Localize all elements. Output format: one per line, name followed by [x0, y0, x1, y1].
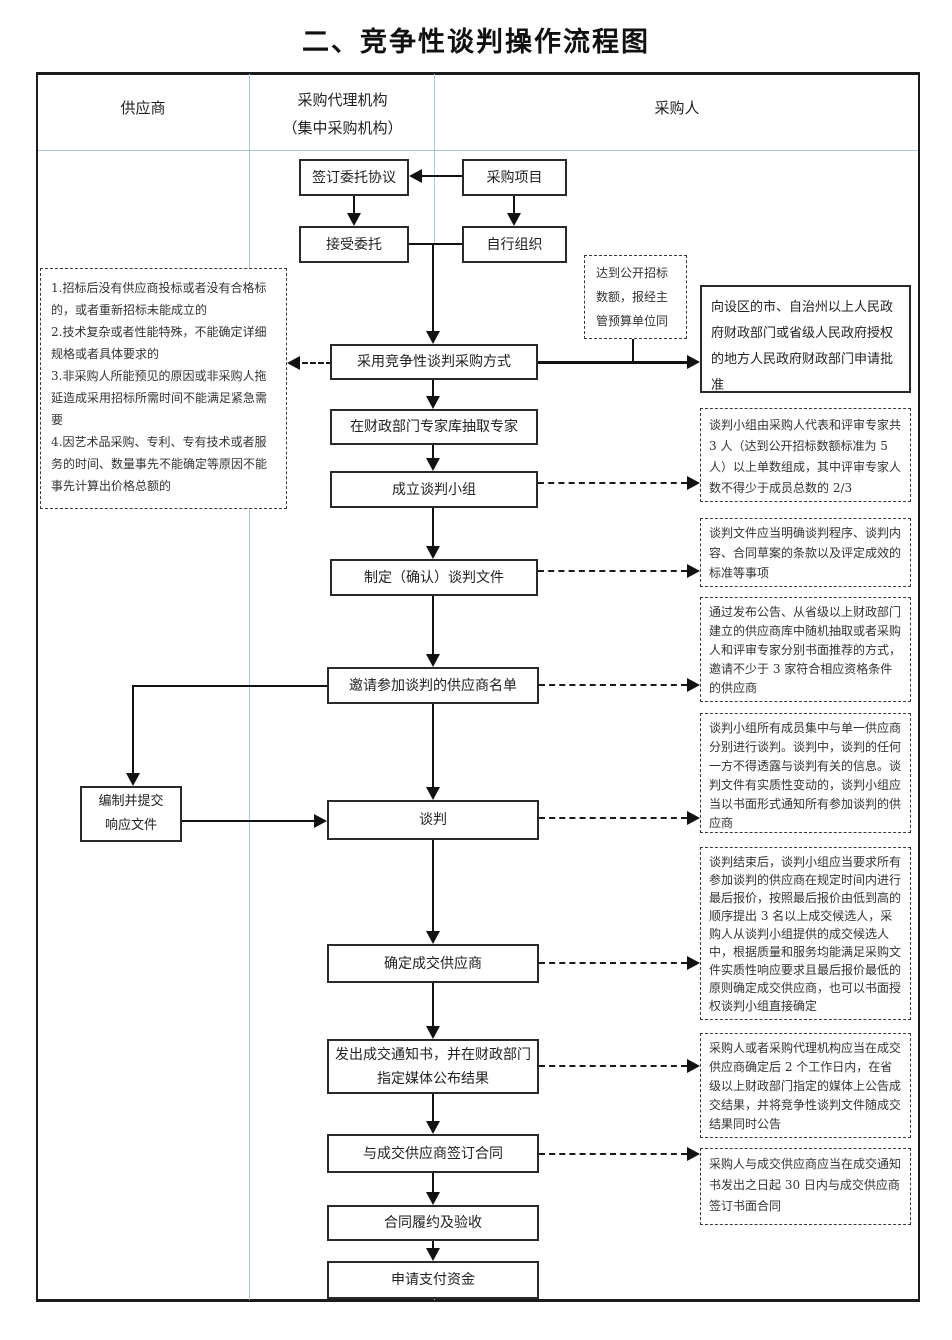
dashed-contract-to-note: [539, 1153, 687, 1155]
step-determine-supplier: 确定成交供应商: [327, 944, 539, 983]
note-condition-3: 3.非采购人所能预见的原因或非采购人拖延造成采用招标所需时间不能满足紧急需要: [51, 369, 268, 427]
arrowhead-down-documents: [426, 546, 440, 559]
connector-adopt-to-approval: [538, 361, 687, 364]
step-issue-notice: 发出成交通知书，并在财政部门指定媒体公布结果: [327, 1039, 539, 1094]
lane-header-agency-line1: 采购代理机构: [297, 91, 388, 109]
step-extract-experts: 在财政部门专家库抽取专家: [330, 409, 538, 445]
note-final-quote: 谈判结束后，谈判小组应当要求所有参加谈判的供应商在规定时间内进行最后报价，按照最…: [700, 847, 911, 1020]
column-divider-2: [434, 74, 435, 244]
connector-response-to-negotiate: [182, 820, 314, 822]
arrowhead-right-negotiate: [314, 814, 327, 828]
step-negotiate: 谈判: [327, 800, 539, 840]
note-documents: 谈判文件应当明确谈判程序、谈判内容、合同草案的条款以及评定成效的标准等事项: [700, 518, 911, 587]
step-prepare-response: 编制并提交 响应文件: [80, 786, 182, 842]
connector-accept-selforganize-junction: [409, 243, 462, 245]
note-announcement: 采购人或者采购代理机构应当在成交供应商确定后 2 个工作日内，在省级以上财政部门…: [700, 1033, 911, 1138]
column-divider-1: [249, 74, 250, 1300]
connector-project-to-agreement: [420, 175, 462, 177]
arrowhead-down-payment: [426, 1248, 440, 1261]
arrowhead-left-agreement: [409, 169, 422, 183]
dashed-notice-to-note: [539, 1065, 687, 1067]
step-self-organize: 自行组织: [462, 226, 567, 263]
arrowhead-down-selforganize: [507, 213, 521, 226]
header-divider: [38, 150, 918, 151]
lane-header-agency: 采购代理机构 （集中采购机构）: [250, 86, 435, 142]
note-negotiation: 谈判小组所有成员集中与单一供应商分别进行谈判。谈判中，谈判的任何一方不得透露与谈…: [700, 713, 911, 833]
connector-threshold-to-approval-line: [632, 339, 634, 363]
note-threshold: 达到公开招标数额，报经主管预算单位同: [584, 255, 687, 339]
connector-contract-to-performance: [432, 1173, 434, 1192]
connector-agreement-to-accept: [353, 196, 355, 214]
dashed-determine-to-note: [539, 962, 687, 964]
dashed-documents-to-note: [538, 570, 687, 572]
arrowhead-down-performance: [426, 1192, 440, 1205]
note-group: 谈判小组由采购人代表和评审专家共 3 人（达到公开招标数额标准为 5 人）以上单…: [700, 408, 911, 502]
arrowhead-down-accept: [347, 213, 361, 226]
note-invitation: 通过发布公告、从省级以上财政部门建立的供应商库中随机抽取或者采购人和评审专家分别…: [700, 597, 911, 702]
arrowhead-down-adopt: [426, 331, 440, 344]
arrowhead-right-contract-note: [687, 1147, 700, 1161]
connector-project-to-selforganize: [513, 196, 515, 214]
note-condition-1: 1.招标后没有供应商投标或者没有合格标的，或者重新招标未能成立的: [51, 281, 267, 317]
step-accept-entrustment: 接受委托: [299, 226, 409, 263]
note-approval: 向设区的市、自治州以上人民政府财政部门或省级人民政府授权的地方人民政府财政部门申…: [700, 285, 911, 393]
step-prepare-response-line2: 响应文件: [104, 818, 157, 833]
arrowhead-right-group-note: [687, 476, 700, 490]
arrowhead-down-negotiate: [426, 787, 440, 800]
step-invite-list: 邀请参加谈判的供应商名单: [327, 667, 539, 704]
connector-documents-to-invite: [432, 596, 434, 654]
table-frame: [36, 72, 920, 1302]
step-apply-payment: 申请支付资金: [327, 1261, 539, 1299]
arrowhead-down-response: [126, 773, 140, 786]
arrowhead-down-contract: [426, 1121, 440, 1134]
step-form-group: 成立谈判小组: [330, 471, 538, 508]
connector-experts-to-group: [432, 445, 434, 459]
arrowhead-right-determine-note: [687, 956, 700, 970]
arrowhead-down-group: [426, 458, 440, 471]
arrowhead-right-documents-note: [687, 564, 700, 578]
step-sign-contract: 与成交供应商签订合同: [327, 1134, 539, 1173]
note-contract: 采购人与成交供应商应当在成交通知书发出之日起 30 日内与成交供应商签订书面合同: [700, 1148, 911, 1225]
dashed-adopt-to-conditions: [302, 362, 332, 364]
arrowhead-left-conditions: [287, 356, 300, 370]
connector-notice-to-contract: [432, 1094, 434, 1121]
page-title: 二、竞争性谈判操作流程图: [302, 27, 650, 58]
step-sign-agreement: 签订委托协议: [299, 159, 409, 196]
connector-junction-to-adopt: [432, 243, 434, 332]
lane-header-agency-line2: （集中采购机构）: [282, 119, 403, 137]
step-prepare-response-line1: 编制并提交: [98, 794, 164, 809]
lane-header-purchaser: 采购人: [654, 99, 700, 117]
note-condition-4: 4.因艺术品采购、专利、专有技术或者服务的时间、数量事先不能确定等原因不能事先计…: [51, 435, 268, 493]
connector-adopt-to-experts: [432, 380, 434, 397]
arrowhead-right-notice-note: [687, 1059, 700, 1073]
arrowhead-down-invite: [426, 654, 440, 667]
connector-invite-branch-horizontal: [132, 685, 327, 687]
note-condition-2: 2.技术复杂或者性能特殊，不能确定详细规格或者具体要求的: [51, 325, 267, 361]
arrowhead-right-approval: [687, 355, 700, 369]
dashed-invite-to-note: [539, 684, 687, 686]
arrowhead-right-negotiate-note: [687, 811, 700, 825]
step-prepare-documents: 制定（确认）谈判文件: [330, 559, 538, 596]
step-procurement-project: 采购项目: [462, 159, 567, 196]
lane-header-supplier: 供应商: [120, 99, 166, 117]
arrowhead-right-invite-note: [687, 678, 700, 692]
note-conditions: 1.招标后没有供应商投标或者没有合格标的，或者重新招标未能成立的 2.技术复杂或…: [40, 268, 287, 509]
connector-determine-to-notice: [432, 983, 434, 1026]
dashed-negotiate-to-note: [539, 817, 687, 819]
connector-invite-branch-vertical: [132, 685, 134, 773]
connector-performance-to-payment: [432, 1241, 434, 1248]
connector-group-to-documents: [432, 508, 434, 546]
dashed-group-to-note: [538, 482, 687, 484]
step-contract-performance: 合同履约及验收: [327, 1205, 539, 1241]
connector-negotiate-to-determine: [432, 840, 434, 931]
connector-invite-to-negotiate: [432, 704, 434, 787]
arrowhead-down-notice: [426, 1026, 440, 1039]
step-adopt-method: 采用竞争性谈判采购方式: [330, 344, 538, 380]
arrowhead-down-determine: [426, 931, 440, 944]
arrowhead-down-experts: [426, 396, 440, 409]
